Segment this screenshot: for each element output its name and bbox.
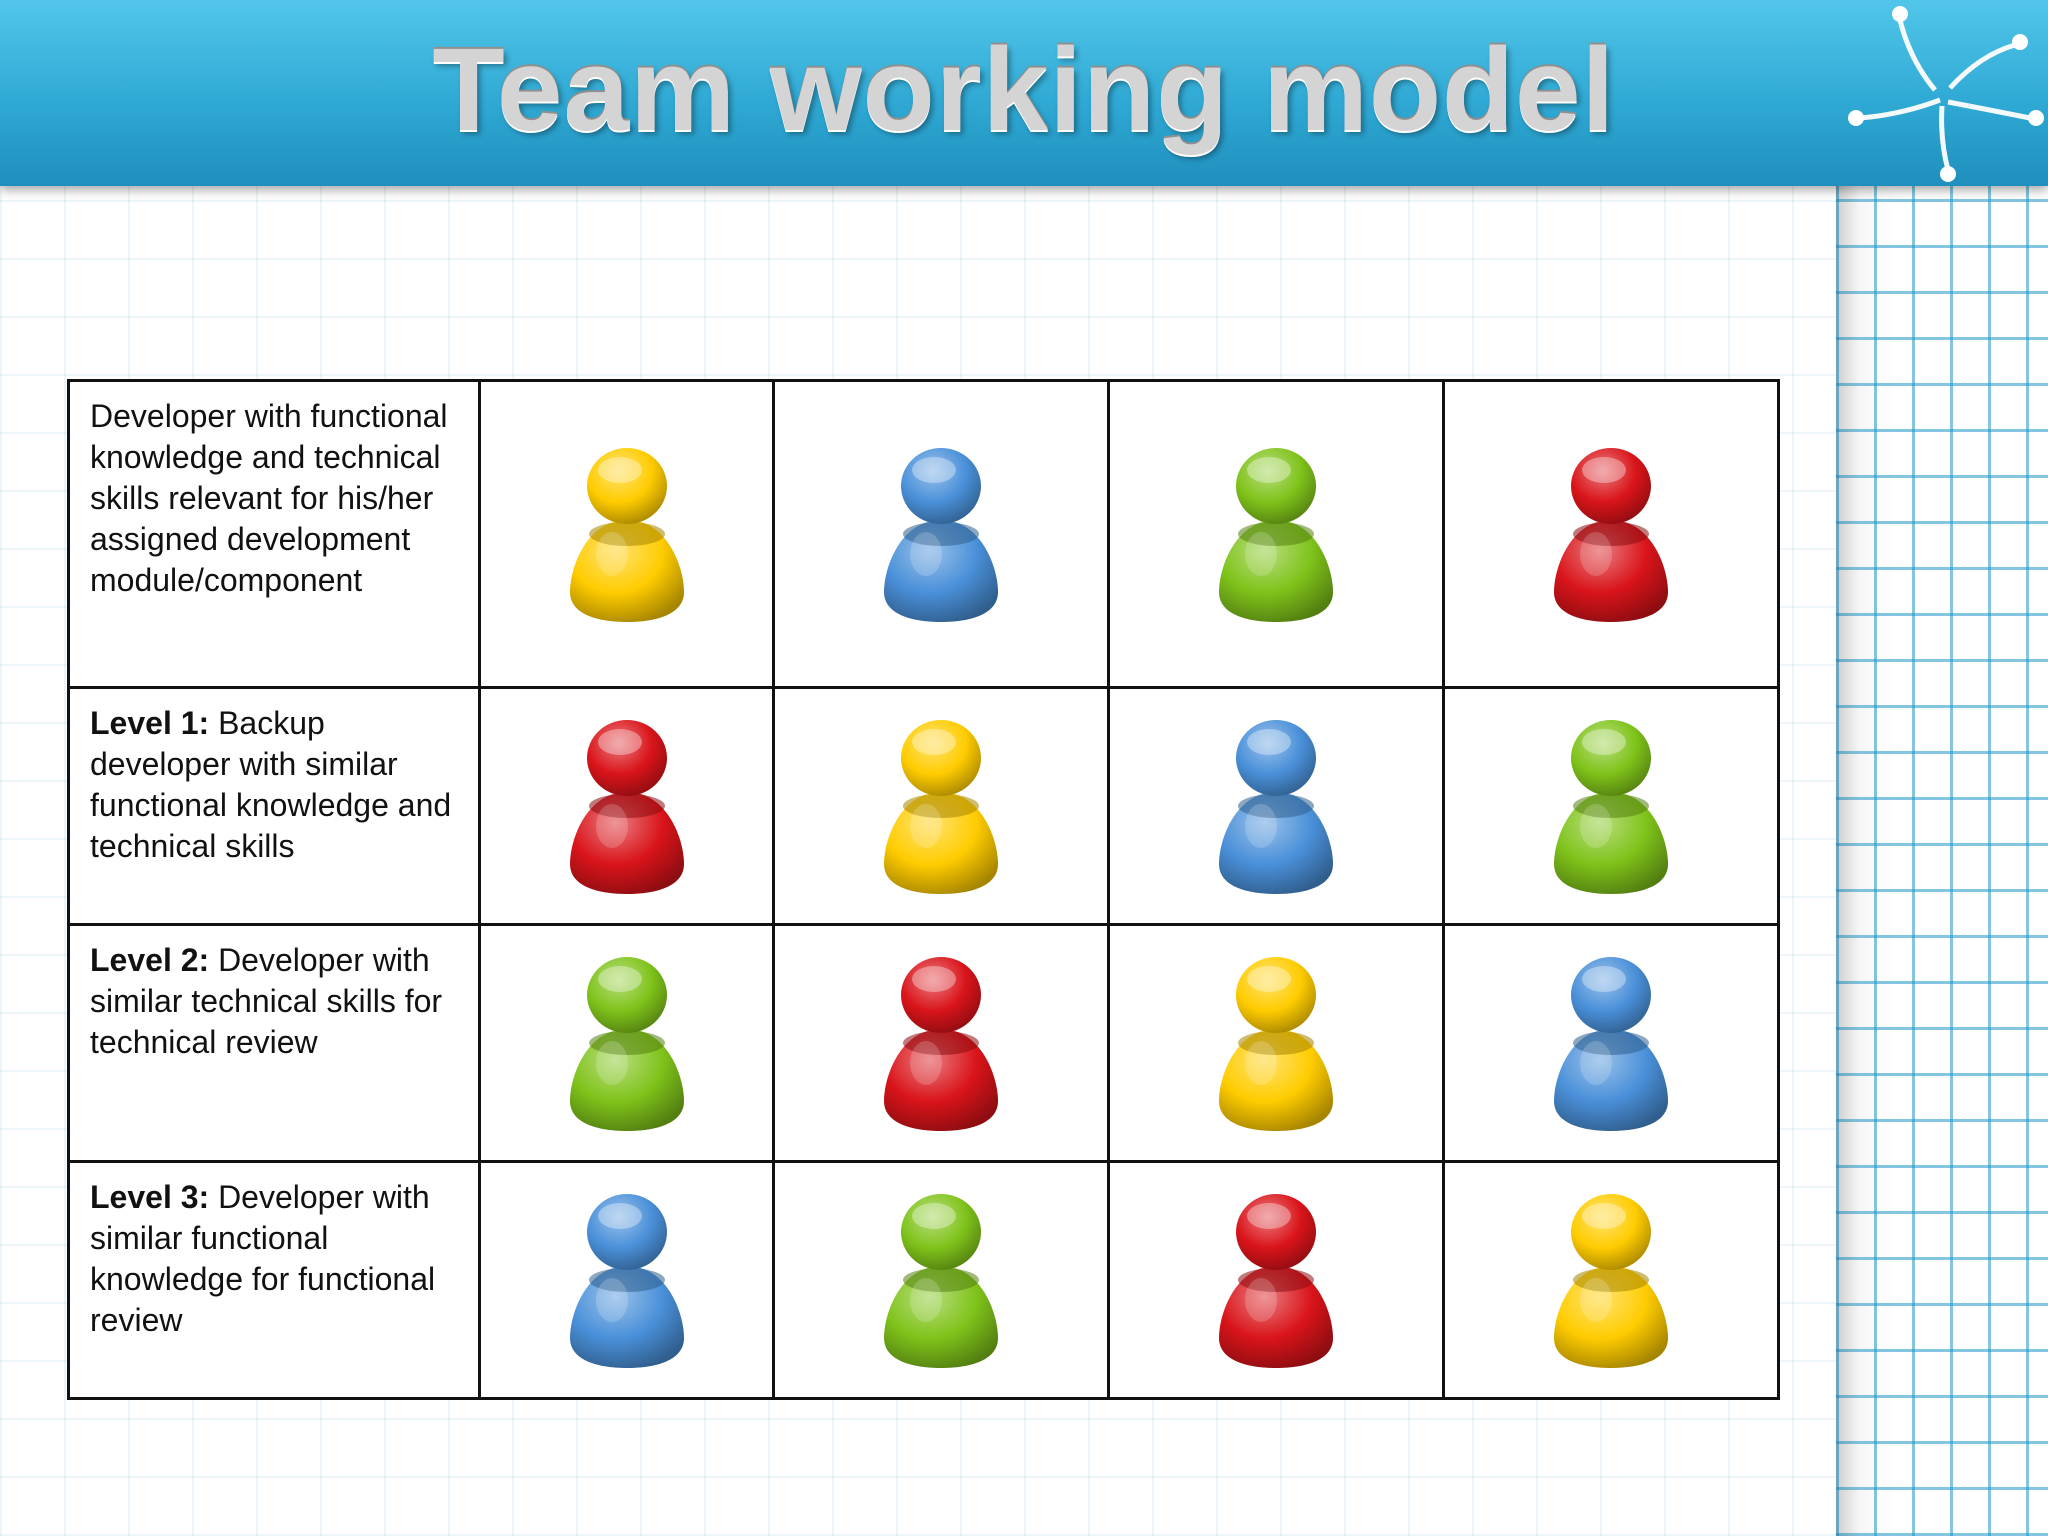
person-cell [478, 1160, 775, 1400]
person-cell [1442, 1160, 1780, 1400]
decorative-circuit-strip [1836, 186, 2048, 1536]
row-description: Developer with functional knowledge and … [90, 398, 448, 598]
team-model-table: Developer with functional knowledge and … [67, 379, 1780, 1400]
row-description: Developer with similar functional knowle… [90, 1179, 436, 1338]
person-cell [1442, 686, 1780, 926]
red-person-icon [1219, 1193, 1333, 1368]
person-cell [1442, 379, 1780, 689]
yellow-person-icon [1219, 956, 1333, 1131]
row-label: Developer with functional knowledge and … [67, 379, 481, 689]
blue-person-icon [1554, 956, 1668, 1131]
person-cell [478, 686, 775, 926]
green-person-icon [569, 956, 684, 1131]
table-row: Level 3: Developer with similar function… [67, 1160, 1780, 1400]
row-description: Backup developer with similar functional… [90, 705, 452, 864]
person-cell [772, 686, 1110, 926]
person-cell [772, 379, 1110, 689]
yellow-person-icon [569, 447, 684, 622]
network-logo-icon [1848, 6, 2044, 182]
slide-title: Team working model [432, 24, 1616, 156]
table-row: Developer with functional knowledge and … [67, 379, 1780, 689]
table-row: Level 1: Backup developer with similar f… [67, 686, 1780, 926]
person-cell [1107, 923, 1445, 1163]
green-person-icon [1219, 447, 1333, 622]
red-person-icon [569, 719, 684, 894]
person-cell [772, 1160, 1110, 1400]
row-label: Level 1: Backup developer with similar f… [67, 686, 481, 926]
blue-person-icon [1219, 719, 1333, 894]
person-cell [1107, 379, 1445, 689]
table-row: Level 2: Developer with similar technica… [67, 923, 1780, 1163]
level-label: Level 1: [90, 705, 210, 741]
person-cell [1107, 1160, 1445, 1400]
red-person-icon [884, 956, 998, 1131]
blue-person-icon [569, 1193, 684, 1368]
red-person-icon [1554, 447, 1668, 622]
level-label: Level 3: [90, 1179, 210, 1215]
green-person-icon [1554, 719, 1668, 894]
row-label: Level 2: Developer with similar technica… [67, 923, 481, 1163]
row-description: Developer with similar technical skills … [90, 942, 443, 1060]
yellow-person-icon [884, 719, 998, 894]
person-cell [478, 923, 775, 1163]
person-cell [478, 379, 775, 689]
person-cell [772, 923, 1110, 1163]
green-person-icon [884, 1193, 998, 1368]
person-cell [1107, 686, 1445, 926]
level-label: Level 2: [90, 942, 210, 978]
person-cell [1442, 923, 1780, 1163]
title-banner: Team working model [0, 0, 2048, 186]
row-label: Level 3: Developer with similar function… [67, 1160, 481, 1400]
yellow-person-icon [1554, 1193, 1668, 1368]
blue-person-icon [884, 447, 998, 622]
